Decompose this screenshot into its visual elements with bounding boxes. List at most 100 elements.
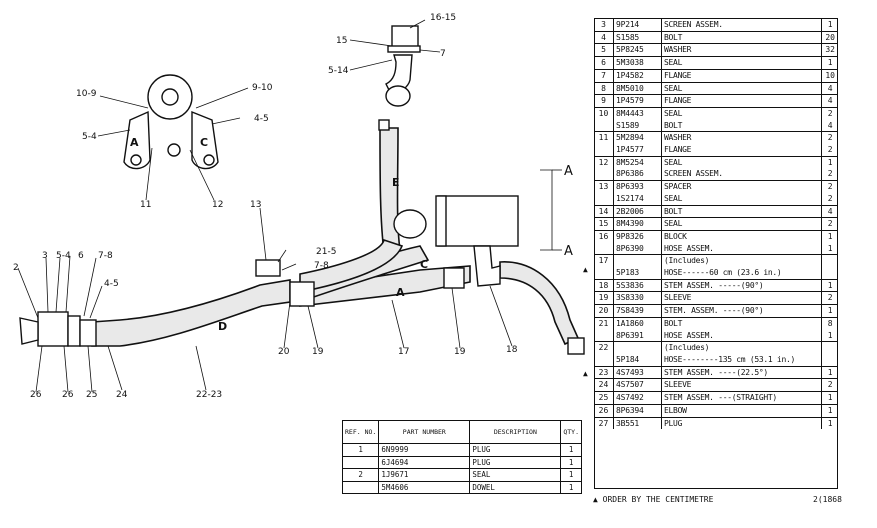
parts-cell-ref: 11 <box>594 131 614 145</box>
parts-cell-ref <box>594 144 614 157</box>
callout-7: 7 <box>440 49 446 59</box>
parts-cell-ref: 9 <box>594 94 614 108</box>
parts-cell-desc: SEAL <box>661 155 823 169</box>
parts-cell-qty: 1 <box>821 278 838 292</box>
parts-cell-ref: 15 <box>594 217 614 231</box>
parts-cell-ref: 12 <box>594 155 614 169</box>
parts-cell-ref: 4 <box>594 30 614 44</box>
parts-cell-qty: 2 <box>821 217 838 231</box>
callout-18: 18 <box>506 345 518 355</box>
parts-row: 5P183 HOSE------60 cm (23.6 in.) <box>594 267 838 280</box>
section-label-a-top: A <box>564 164 573 179</box>
callout-5-14: 5-14 <box>328 66 349 76</box>
parts-cell-qty <box>822 354 838 366</box>
hose-label-a: A <box>396 286 405 299</box>
parts-cell-pn: 5P184 <box>613 353 663 367</box>
parts-cell-ref: 3 <box>594 18 614 32</box>
small-cell-ref <box>341 455 380 469</box>
parts-cell-qty: 1 <box>827 243 833 253</box>
callout-9-10: 9-10 <box>252 83 273 93</box>
parts-cell-pn: S1585 <box>613 30 663 44</box>
parts-cell-desc: WASHER <box>661 43 823 57</box>
parts-cell-qty: 1 <box>821 56 838 70</box>
parts-row: 17 (Includes) <box>594 254 838 268</box>
parts-cell-ref <box>594 192 614 206</box>
parts-cell-desc: STEM. ASSEM. ----(90°) <box>661 304 823 318</box>
parts-cell-ref: 27 <box>594 416 614 430</box>
section-a-bracket <box>540 169 553 251</box>
parts-cell-qty: 1 <box>827 330 833 340</box>
parts-cell-pn: 1S2174 <box>613 192 663 206</box>
callout-7-8-b: 7-8 <box>98 251 113 261</box>
parts-cell-desc: BOLT <box>661 204 823 218</box>
parts-cell-pn: 5P183 <box>613 267 663 280</box>
small-cell-pn: 5M4606 <box>378 480 471 494</box>
left-plug <box>19 317 39 345</box>
small-cell-qty: 1 <box>560 455 582 469</box>
parts-cell-desc: STEM ASSEM. ----(22.5°) <box>661 365 823 379</box>
flange-a <box>123 110 151 170</box>
parts-cell-ref: 23 <box>594 365 614 379</box>
parts-cell-qty: 1 <box>821 304 838 318</box>
parts-cell-desc: STEM ASSEM. ---(STRAIGHT) <box>661 391 823 405</box>
valve-block <box>437 195 519 247</box>
parts-cell-desc: SPACER <box>661 180 823 193</box>
screen-assembly-center <box>161 88 179 106</box>
parts-cell-pn: 9P8326 <box>613 229 663 243</box>
parts-cell-pn: 8P6390 <box>613 242 663 255</box>
parts-cell-qty: 1 <box>821 365 838 379</box>
parts-cell-ref: 25 <box>594 391 614 405</box>
parts-cell-pn: 8P6393 <box>613 180 663 193</box>
parts-cell-desc: FLANGE <box>661 144 823 157</box>
parts-cell-ref <box>594 353 614 367</box>
parts-cell-ref <box>594 329 614 342</box>
hose-e <box>379 127 401 253</box>
hose-label-d: D <box>218 320 227 333</box>
parts-cell-pn: 1A1860 <box>613 316 663 330</box>
order-marker-17: ▲ <box>583 265 588 274</box>
parts-cell-ref: 14 <box>594 204 614 218</box>
left-fitting-body <box>37 311 69 347</box>
section-label-a-bottom: A <box>564 244 573 259</box>
parts-cell-pn: 1P4577 <box>613 144 663 157</box>
parts-cell-qty: 1 <box>821 155 838 169</box>
parts-cell-pn: 4S7493 <box>613 365 663 379</box>
parts-cell-desc: HOSE ASSEM. <box>661 329 823 342</box>
hose-d <box>91 279 291 347</box>
parts-cell-qty: 1 <box>821 391 838 405</box>
parts-cell-qty: 4 <box>821 81 838 95</box>
parts-cell-ref: 26 <box>594 403 614 417</box>
parts-cell-pn: 8M5010 <box>613 81 663 95</box>
parts-cell-desc: SCREEN ASSEM. <box>661 18 823 32</box>
top-sleeve <box>385 85 411 107</box>
callout-22-23: 22-23 <box>196 390 222 400</box>
parts-row: 22 (Includes) <box>594 341 838 354</box>
parts-cell-ref: 5 <box>594 43 614 57</box>
parts-cell-pn: 8P6386 <box>613 168 663 181</box>
left-sleeve <box>79 319 97 347</box>
parts-cell-pn: 1P4579 <box>613 94 663 108</box>
parts-cell-pn: 5S3836 <box>613 278 663 292</box>
callout-19-b: 19 <box>454 347 466 357</box>
top-block <box>391 25 419 49</box>
parts-cell-desc: FLANGE <box>661 94 823 108</box>
parts-cell-desc: SEAL <box>661 106 823 120</box>
block-hose-fitting <box>393 209 427 239</box>
parts-cell-pn: 3S8330 <box>613 291 663 305</box>
small-cell-qty: 1 <box>560 443 582 457</box>
small-cell-pn: 6N9999 <box>378 443 471 457</box>
order-marker-22: ▲ <box>583 369 588 378</box>
callout-12: 12 <box>212 200 223 210</box>
parts-cell-desc: (Includes) <box>661 341 823 354</box>
parts-cell-qty: 2 <box>827 169 833 179</box>
parts-cell-pn <box>613 341 663 354</box>
parts-cell-ref <box>594 119 614 132</box>
